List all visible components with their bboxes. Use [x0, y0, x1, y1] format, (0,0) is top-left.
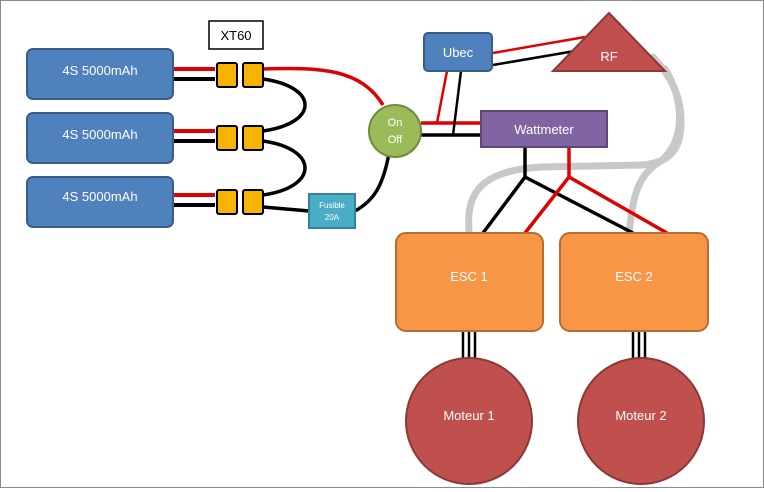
- ubec-to-rf-positive: [492, 35, 586, 55]
- series-link-1-2: [262, 77, 307, 133]
- esc-2-label: ESC 2: [615, 269, 653, 284]
- battery-leads: [173, 67, 215, 207]
- battery-2-body: [26, 112, 174, 164]
- motor-2-body: [577, 357, 705, 485]
- ubec-label: Ubec: [443, 45, 474, 60]
- ubec-wires: [435, 35, 586, 136]
- signal-wire-esc2: [625, 65, 683, 237]
- wattmeter: Wattmeter: [480, 110, 608, 148]
- fuse-input-wire: [262, 205, 310, 213]
- battery-1-label: 4S 5000mAh: [62, 63, 137, 78]
- connector-2-female: [216, 125, 238, 151]
- battery-3-body: [26, 176, 174, 228]
- ubec-negative-tap: [451, 70, 463, 136]
- rf-receiver: RF: [550, 11, 668, 72]
- negative-to-esc2: [524, 175, 634, 235]
- motor-2-label: Moteur 2: [615, 408, 666, 423]
- battery-1-body: [26, 48, 174, 100]
- esc-1-label: ESC 1: [450, 269, 488, 284]
- switch-off-label: Off: [388, 134, 403, 146]
- esc-1-body: [395, 232, 544, 332]
- signal-wires: [465, 53, 685, 237]
- fuse-body: [308, 193, 356, 229]
- ubec-to-rf-negative: [492, 49, 576, 67]
- fuse-to-switch-wire: [354, 152, 391, 213]
- motor-1-body: [405, 357, 533, 485]
- rf-label: RF: [600, 49, 617, 64]
- motor-1: Moteur 1: [405, 357, 533, 485]
- esc-2-body: [559, 232, 709, 332]
- series-link-2-3: [262, 139, 307, 197]
- negative-to-esc1: [481, 147, 527, 235]
- motor-1-label: Moteur 1: [443, 408, 494, 423]
- wattmeter-body: [480, 110, 608, 148]
- connector-2-male: [242, 125, 264, 151]
- positive-to-esc2: [568, 175, 668, 235]
- xt60-label-frame: [208, 20, 264, 50]
- xt60-label: XT60: [220, 28, 251, 43]
- battery-2-label: 4S 5000mAh: [62, 127, 137, 142]
- battery-2: 4S 5000mAh: [26, 112, 174, 164]
- battery-3-label: 4S 5000mAh: [62, 189, 137, 204]
- fuse-label-line-1: Fusible: [319, 201, 345, 210]
- connector-3-male: [242, 189, 264, 215]
- ubec-positive-tap: [435, 70, 449, 124]
- switch-body: [368, 104, 422, 158]
- wattmeter-label: Wattmeter: [514, 122, 574, 137]
- xt60-connectors: [216, 62, 264, 215]
- esc-2: ESC 2: [559, 232, 709, 332]
- fuse-label-line-2: 20A: [325, 213, 340, 222]
- ubec-body: [423, 32, 493, 72]
- rf-body: [550, 11, 668, 72]
- battery-3: 4S 5000mAh: [26, 176, 174, 228]
- motor-2: Moteur 2: [577, 357, 705, 485]
- battery-1: 4S 5000mAh: [26, 48, 174, 100]
- ubec: Ubec: [423, 32, 493, 72]
- main-positive-wire: [262, 66, 385, 106]
- xt60-label-box: XT60: [208, 20, 264, 50]
- fuse: Fusible 20A: [308, 193, 356, 229]
- switch-on-label: On: [388, 117, 403, 129]
- connector-1-male: [242, 62, 264, 88]
- connector-1-female: [216, 62, 238, 88]
- series-wiring: [262, 77, 391, 213]
- esc-power-wires: [481, 147, 668, 235]
- motor-wires: [461, 331, 647, 361]
- esc-1: ESC 1: [395, 232, 544, 332]
- power-switch: On Off: [368, 104, 422, 158]
- connector-3-female: [216, 189, 238, 215]
